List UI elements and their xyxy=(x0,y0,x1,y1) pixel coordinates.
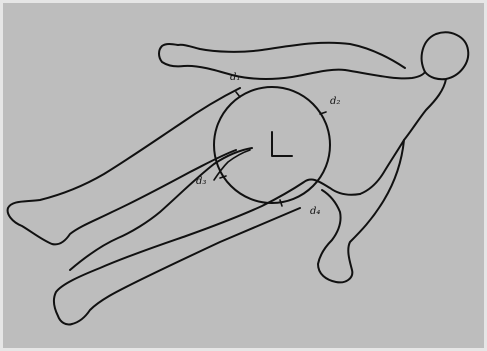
tick-mark-top xyxy=(236,92,240,97)
torso-top-outline xyxy=(345,70,425,78)
tick-mark-bottom xyxy=(280,200,282,206)
right-angle-marker xyxy=(272,132,292,156)
torso-lower-outline xyxy=(54,180,360,325)
shoulder-right-outline xyxy=(360,79,446,194)
label-right: d₂ xyxy=(330,96,340,107)
left-leg-outline xyxy=(8,88,240,244)
head-outline xyxy=(422,32,469,79)
label-bottom: d₄ xyxy=(310,206,320,217)
label-left: d₃ xyxy=(196,176,206,187)
label-top: d₁ xyxy=(230,72,240,83)
